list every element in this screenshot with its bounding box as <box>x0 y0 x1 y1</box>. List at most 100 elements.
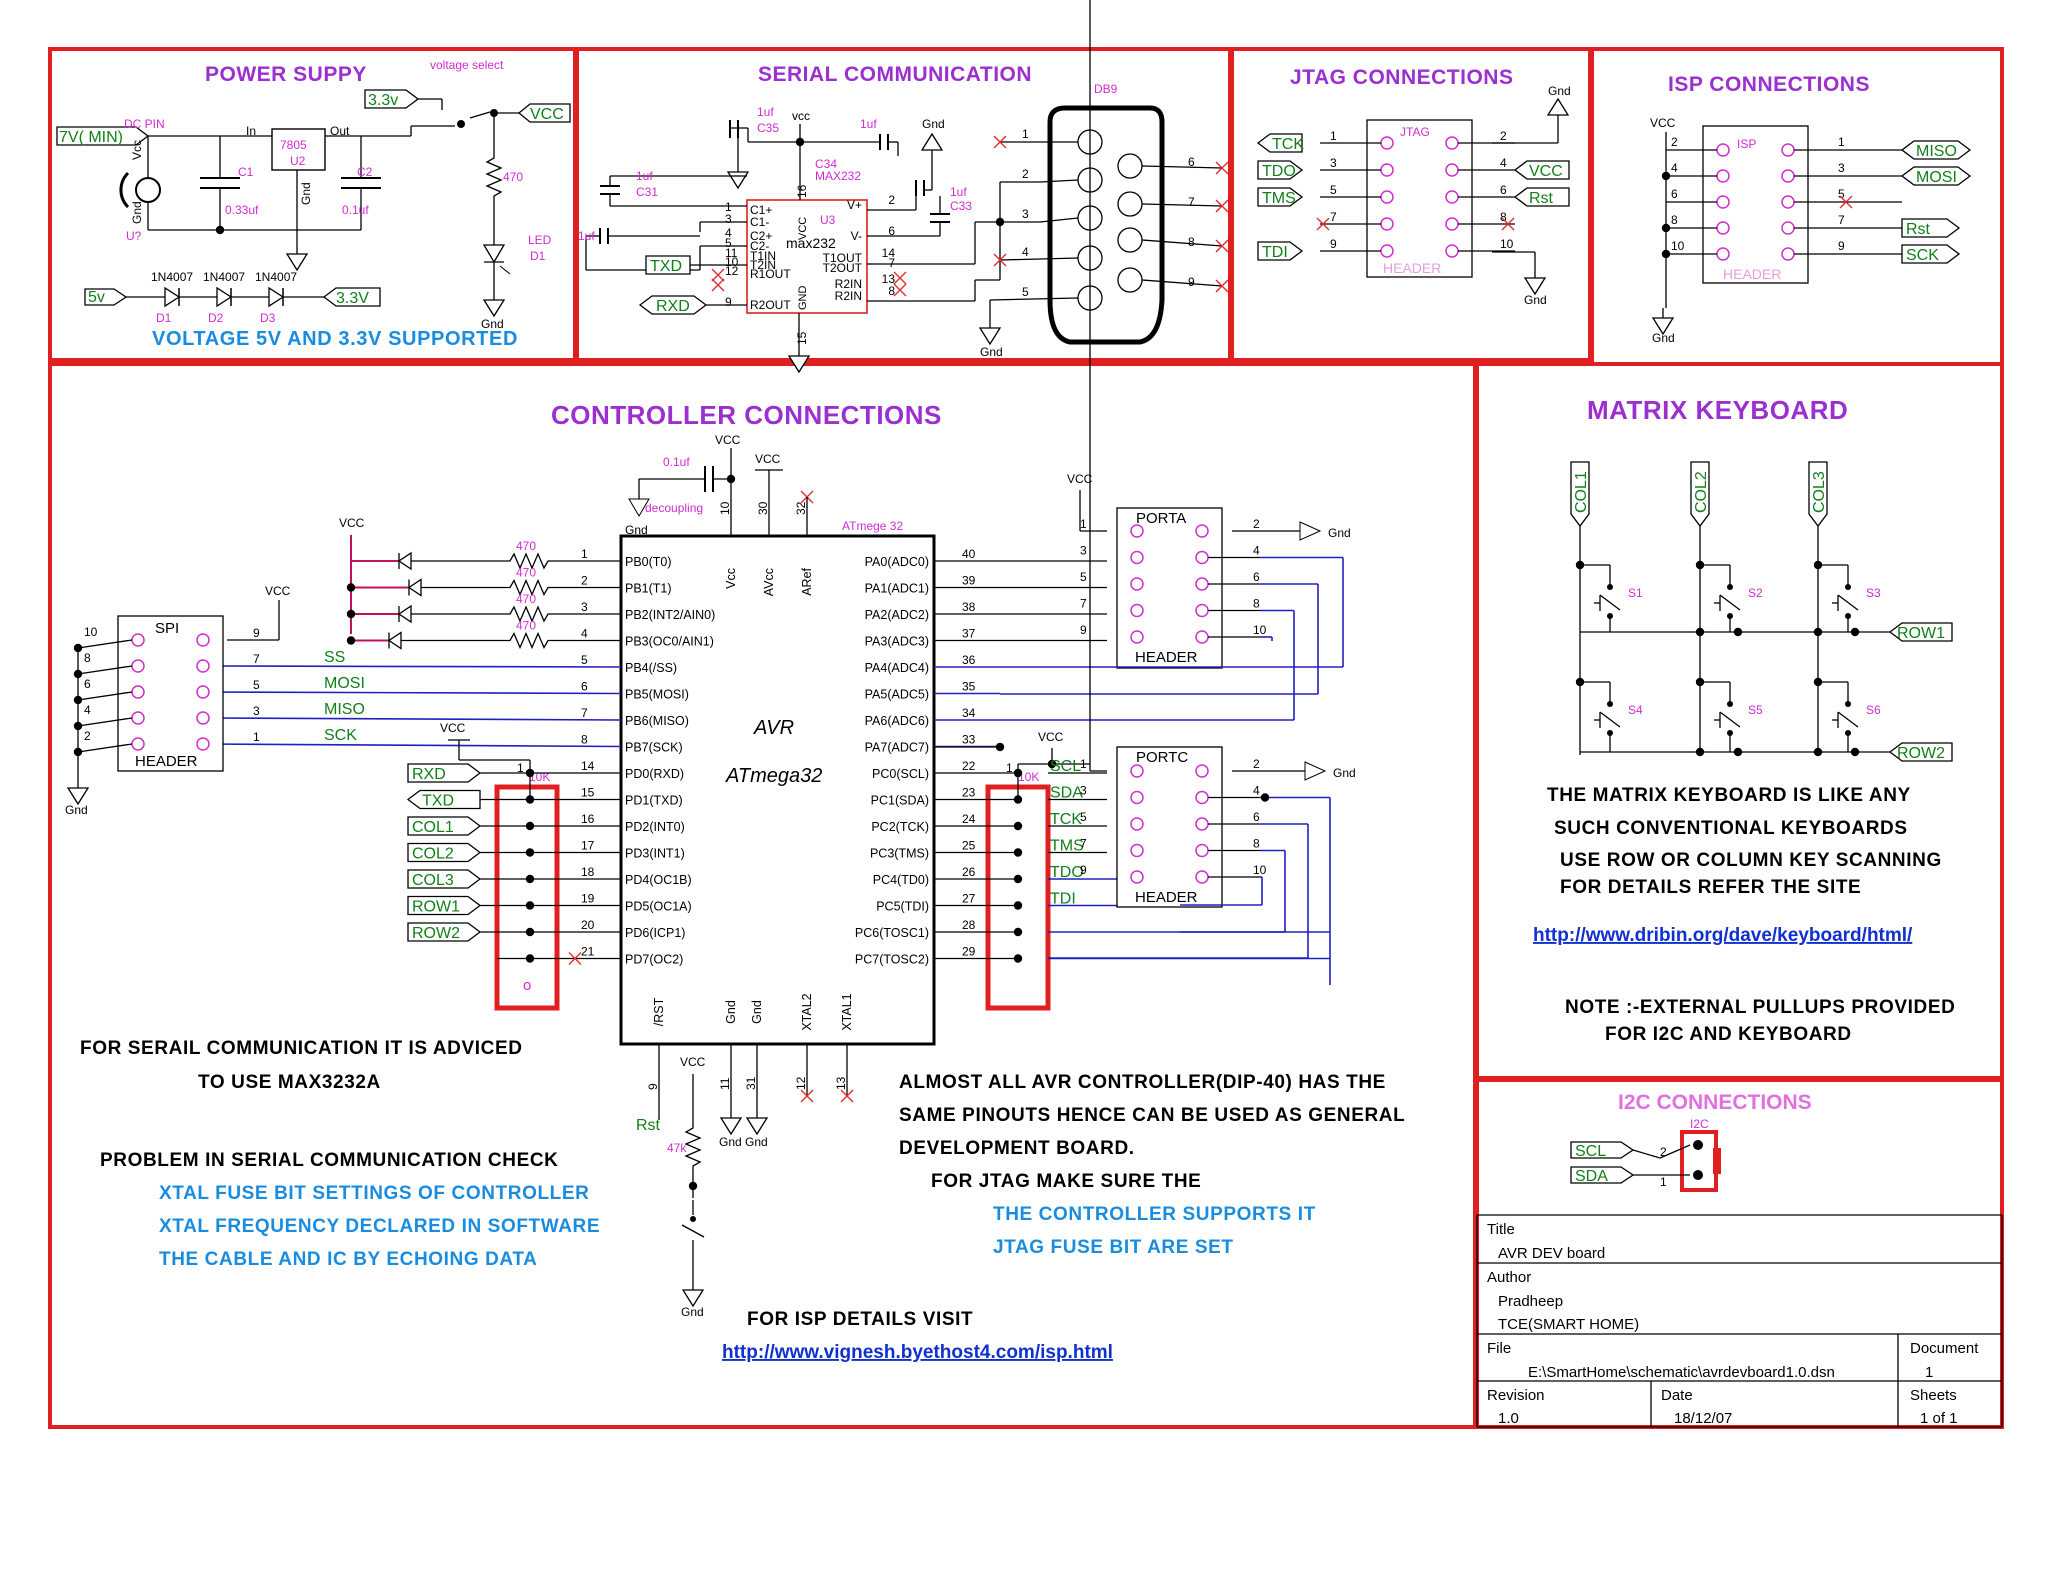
max232-left-num: 12 <box>725 264 739 278</box>
chip-left-num: 19 <box>581 892 595 906</box>
isp-left-num: 8 <box>1671 213 1678 227</box>
jtag-header-name: HEADER <box>1383 260 1441 276</box>
db9-pin1: 1 <box>1022 127 1029 141</box>
isp-link[interactable]: http://www.vignesh.byethost4.com/isp.htm… <box>722 1342 1113 1363</box>
spi-pin <box>131 711 145 725</box>
chip-bottom-num: 12 <box>794 1076 808 1090</box>
port-right-num: 4 <box>1253 784 1260 798</box>
chip-right-pin: PC2(TCK) <box>871 820 929 834</box>
max232-right-pin: T2OUT <box>823 261 863 275</box>
jtag-pin <box>1445 217 1459 231</box>
max232-right-pin: V+ <box>847 198 862 212</box>
spi-signal: SS <box>324 649 345 666</box>
switch-ref: S3 <box>1866 586 1881 600</box>
chip-right-pin: PC7(TOSC2) <box>855 953 929 967</box>
isp-pin <box>1716 221 1730 235</box>
controller-title: CONTROLLER CONNECTIONS <box>551 400 942 430</box>
spi-pin <box>196 633 210 647</box>
isp-signal-rst: Rst <box>1906 221 1931 238</box>
pd-signal-row1: ROW1 <box>412 899 460 916</box>
port-left-num: 7 <box>1080 597 1087 611</box>
tb-org: TCE(SMART HOME) <box>1498 1316 1639 1333</box>
chip-bottom-pin: XTAL1 <box>840 993 854 1030</box>
spi-pin <box>196 659 210 673</box>
chip-model: ATmega32 <box>725 765 822 787</box>
isp-left-num: 10 <box>1671 239 1685 253</box>
porta-header-name: HEADER <box>1135 649 1198 666</box>
jtag-header-label: JTAG <box>1400 125 1430 139</box>
i2c-sda: SDA <box>1575 1168 1608 1185</box>
isp-right-num: 5 <box>1838 187 1845 201</box>
chip-bottom-gnd: Gnd <box>745 1135 768 1149</box>
isp-left-num: 2 <box>1671 135 1678 149</box>
chip-right-pin: PA0(ADC0) <box>865 555 929 569</box>
tb-sheets-label: Sheets <box>1910 1387 1957 1404</box>
port-pin <box>1195 843 1209 858</box>
jtag-signal-vcc: VCC <box>1529 163 1563 180</box>
rn-left-num: 1 <box>517 761 524 775</box>
junction-dot <box>1813 627 1823 637</box>
jtag-right-num: 2 <box>1500 129 1507 143</box>
d1-ref: D1 <box>156 311 172 325</box>
max232-right-pin: R2IN <box>835 277 862 291</box>
jack-ref: U? <box>126 229 142 243</box>
rnr-vcc: VCC <box>1038 730 1064 744</box>
rn-left <box>494 784 560 1011</box>
port-pin <box>1195 603 1209 618</box>
d2-type: 1N4007 <box>203 270 245 284</box>
port-pin <box>1130 524 1144 538</box>
matrix-text-3: USE ROW OR COLUMN KEY SCANNING <box>1560 850 1942 871</box>
junction-dot <box>1733 747 1743 757</box>
junction-dot <box>1850 627 1860 637</box>
junction-dot <box>1013 821 1023 831</box>
max232-right-num: 13 <box>882 272 896 286</box>
chip-ref: ATmege 32 <box>842 519 903 533</box>
jtag-pin <box>1380 163 1394 177</box>
junction-dot <box>525 901 535 910</box>
spi-signal: MISO <box>324 701 365 718</box>
net-vcc-power: VCC <box>530 106 564 123</box>
decoupling-cap-value: 0.1uf <box>663 455 690 469</box>
chip-left-num: 15 <box>581 786 595 800</box>
chip-right-num: 34 <box>962 706 976 720</box>
chip-right-num: 26 <box>962 865 976 879</box>
junction-dot <box>1695 627 1705 637</box>
chip-right-pin: PA3(ADC3) <box>865 635 929 649</box>
c31-ref: C31 <box>636 185 658 199</box>
port-pin <box>1195 764 1209 778</box>
max232-label: MAX232 <box>815 169 861 183</box>
chip-right-num: 23 <box>962 786 976 800</box>
chip-top-num: 10 <box>718 501 732 515</box>
matrix-link[interactable]: http://www.dribin.org/dave/keyboard/html… <box>1533 925 1913 946</box>
voltage-select-label: voltage select <box>430 58 504 72</box>
rst-res-value: 47k <box>667 1141 687 1155</box>
porta-vcc: VCC <box>1067 472 1093 486</box>
pd-signal-col1: COL1 <box>412 819 454 836</box>
junction-dot <box>1260 793 1270 802</box>
d3-ref: D3 <box>260 311 276 325</box>
chip-left-pin: PD6(ICP1) <box>625 926 685 940</box>
tb-revision: 1.0 <box>1498 1410 1519 1427</box>
tb-author-label: Author <box>1487 1269 1531 1286</box>
db9-pin5: 5 <box>1022 285 1029 299</box>
chip-left-pin: PB3(OC0/AIN1) <box>625 635 714 649</box>
chip-right-pin: PC5(TDI) <box>876 900 929 914</box>
max232-name: max232 <box>786 235 836 251</box>
title-block: Title AVR DEV board Author Pradheep TCE(… <box>1476 1214 2003 1428</box>
led-res-value: 470 <box>516 539 536 553</box>
switch-ref: S2 <box>1748 586 1763 600</box>
db9-pin7: 7 <box>1188 195 1195 209</box>
switch-ref: S1 <box>1628 586 1643 600</box>
max232-pin16: 16 <box>795 184 809 198</box>
c35-ref: C35 <box>757 121 779 135</box>
chip-top-pin: AVcc <box>762 568 776 596</box>
jtag-signal-rst: Rst <box>1529 190 1554 207</box>
junction-dot <box>1733 627 1743 637</box>
tb-revision-label: Revision <box>1487 1387 1545 1404</box>
port-right-num: 6 <box>1253 810 1260 824</box>
pd-signal-row2: ROW2 <box>412 925 460 942</box>
junction-dot <box>995 742 1005 752</box>
i2c-ref: I2C <box>1690 1117 1709 1131</box>
c1-value: 0.33uf <box>225 203 259 217</box>
max232-left-pin: C1+ <box>750 203 772 217</box>
